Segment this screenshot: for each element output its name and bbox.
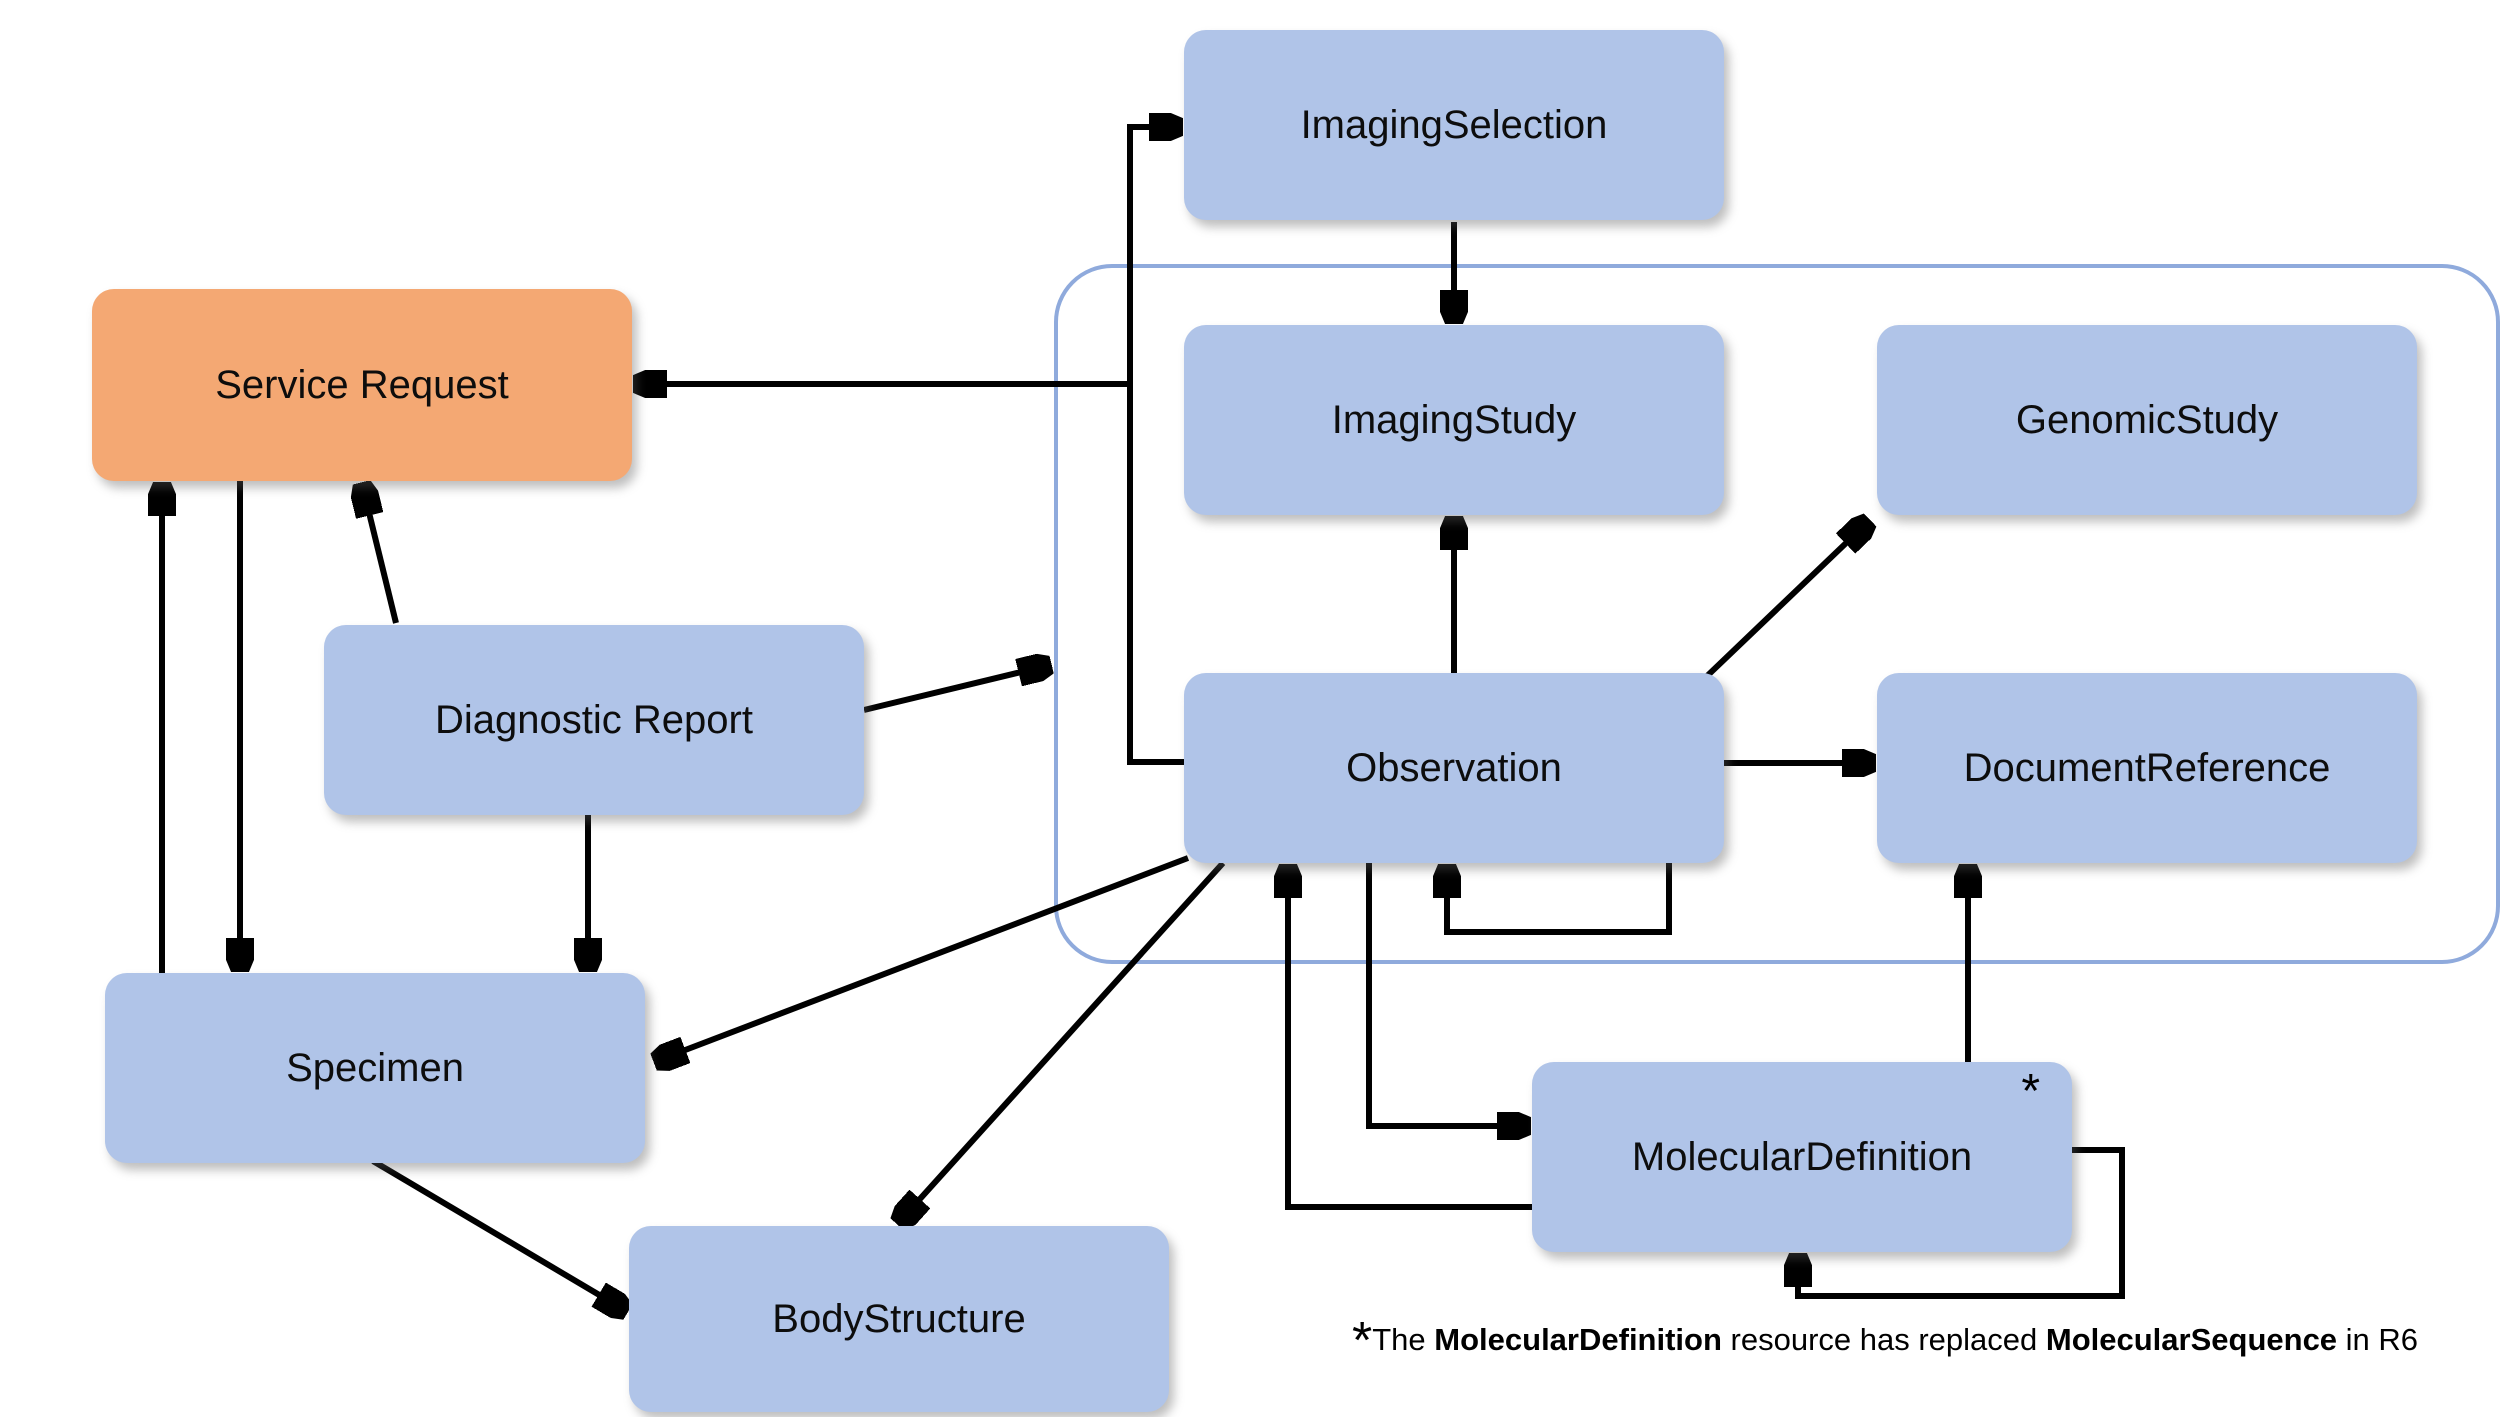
node-observation-label: Observation [1346, 745, 1562, 790]
node-document-reference-label: DocumentReference [1963, 745, 2331, 790]
node-diagnostic-report: Diagnostic Report [324, 625, 864, 815]
node-molecular-definition-label: MolecularDefinition [1631, 1134, 1973, 1179]
node-imaging-selection: ImagingSelection [1184, 30, 1724, 220]
node-diagnostic-report-label: Diagnostic Report [435, 697, 753, 742]
node-body-structure-label: BodyStructure [772, 1296, 1026, 1341]
node-service-request: Service Request [92, 289, 632, 481]
observation-group-frame [1054, 264, 2500, 964]
footnote: *The MolecularDefinition resource has re… [1352, 1315, 2419, 1367]
footnote-text-1: The [1372, 1322, 1435, 1357]
node-imaging-study-label: ImagingStudy [1331, 397, 1577, 442]
node-genomic-study: GenomicStudy [1877, 325, 2417, 515]
node-document-reference: DocumentReference [1877, 673, 2417, 863]
footnote-text-bold-1: MolecularDefinition [1434, 1322, 1722, 1357]
footnote-text-2: resource has replaced [1721, 1322, 2046, 1357]
node-molecular-definition: * MolecularDefinition [1532, 1062, 2072, 1252]
node-imaging-selection-label: ImagingSelection [1300, 102, 1608, 147]
node-body-structure: BodyStructure [629, 1226, 1169, 1412]
edge-diagnosticreport-to-servicerequest [363, 488, 399, 624]
edge-specimen-to-bodystructure [371, 1158, 623, 1309]
footnote-text-bold-2: MolecularSequence [2045, 1322, 2338, 1357]
footnote-asterisk: * [1352, 1312, 1373, 1370]
footnote-text-3: in R6 [2337, 1322, 2419, 1357]
node-observation: Observation [1184, 673, 1724, 863]
node-genomic-study-label: GenomicStudy [2015, 397, 2279, 442]
molecular-definition-asterisk: * [2021, 1065, 2040, 1118]
node-specimen-label: Specimen [286, 1045, 464, 1090]
node-imaging-study: ImagingStudy [1184, 325, 1724, 515]
edge-diagnosticreport-to-group [863, 666, 1046, 713]
node-specimen: Specimen [105, 973, 645, 1163]
node-service-request-label: Service Request [215, 362, 509, 407]
